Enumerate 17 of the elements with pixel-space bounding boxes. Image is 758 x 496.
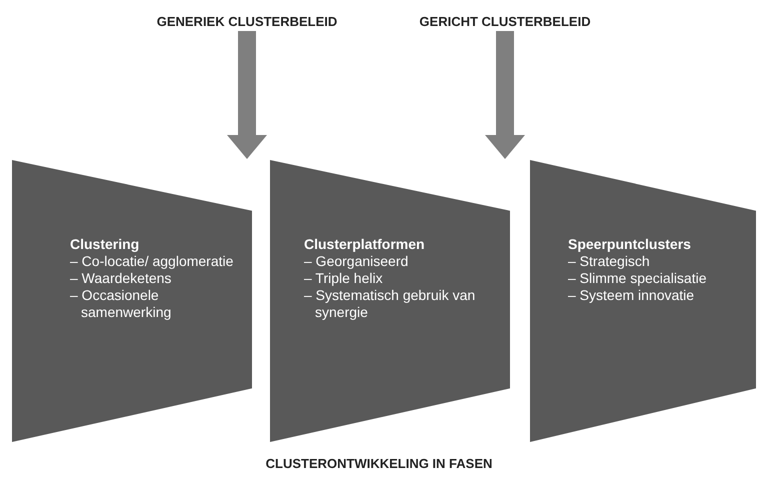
node-title: Clusterplatformen bbox=[304, 236, 426, 253]
list-item: – Occasionele samenwerking bbox=[70, 287, 172, 321]
block-arrow bbox=[227, 31, 267, 159]
heading-text: GENERIEK CLUSTERBELEID bbox=[156, 14, 338, 29]
list-item: – Systeem innovatie bbox=[568, 287, 696, 304]
list-item: – Waardeketens bbox=[70, 270, 172, 287]
node-title: Clustering bbox=[70, 236, 140, 253]
caption: CLUSTERONTWIKKELING IN FASEN bbox=[266, 456, 492, 471]
list-item: – Triple helix bbox=[304, 270, 384, 287]
list-item: – Georganiseerd bbox=[304, 253, 410, 270]
node-title: Speerpuntclusters bbox=[568, 236, 692, 253]
list-item: – Slimme specialisatie bbox=[568, 270, 708, 287]
heading-text: GERICHT CLUSTERBELEID bbox=[419, 14, 591, 29]
block-arrow bbox=[485, 31, 525, 159]
list-item: – Strategisch bbox=[568, 253, 651, 270]
list-item: – Co-locatie/ agglomeratie bbox=[70, 253, 234, 270]
list-item: – Systematisch gebruik van synergie bbox=[304, 287, 476, 321]
